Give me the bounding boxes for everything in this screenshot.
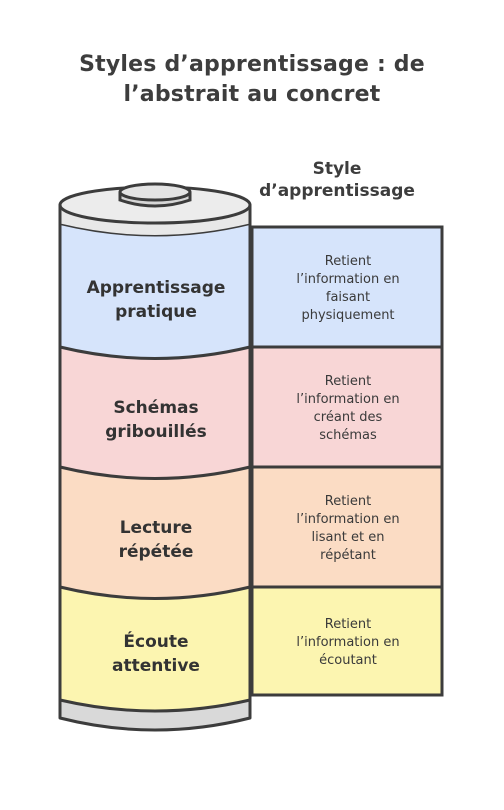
description-3-line-2: l’information en: [296, 512, 400, 527]
desc-box-3: [250, 465, 444, 589]
segment-fill-1: [60, 225, 250, 359]
column-header: Style d’apprentissage: [252, 158, 422, 202]
description-2-line-3: créant des: [313, 410, 383, 425]
segment-label-2-line-2: gribouillés: [105, 422, 207, 442]
column-header-line-2: d’apprentissage: [259, 181, 415, 201]
segment-divider-1: [59, 345, 251, 360]
description-3-line-3: lisant et en: [311, 530, 385, 545]
description-4: Retient l’information en écoutant: [254, 616, 442, 670]
segment-label-4-line-2: attentive: [112, 656, 200, 676]
description-2-line-1: Retient: [324, 374, 372, 389]
description-3: Retient l’information en lisant et en ré…: [254, 493, 442, 565]
segment-label-2-line-1: Schémas: [113, 398, 199, 418]
description-3-line-1: Retient: [324, 494, 372, 509]
segment-label-3-line-1: Lecture: [119, 518, 193, 538]
segment-label-4-line-1: Écoute: [123, 632, 189, 652]
description-4-line-1: Retient: [324, 617, 372, 632]
description-1-line-1: Retient: [324, 254, 372, 269]
description-2-line-4: schémas: [319, 428, 377, 443]
segment-fill-2: [60, 347, 250, 479]
segment-divider-3: [59, 585, 251, 600]
segment-label-3-line-2: répétée: [118, 542, 194, 562]
segment-label-1-line-2: pratique: [115, 302, 197, 322]
description-4-line-2: l’information en: [296, 635, 400, 650]
segment-label-1: Apprentissage pratique: [62, 276, 250, 324]
segment-label-3: Lecture répétée: [62, 516, 250, 564]
description-3-line-4: répétant: [320, 548, 376, 563]
description-1-line-3: faisant: [325, 290, 371, 305]
description-2-line-2: l’information en: [296, 392, 400, 407]
description-1: Retient l’information en faisant physiqu…: [254, 253, 442, 325]
segment-divider-4: [59, 698, 251, 713]
segment-label-2: Schémas gribouillés: [62, 396, 250, 444]
description-1-line-4: physiquement: [301, 308, 395, 323]
segment-label-4: Écoute attentive: [62, 630, 250, 678]
description-2: Retient l’information en créant des sché…: [254, 373, 442, 445]
desc-box-4: [250, 585, 444, 697]
column-header-line-1: Style: [312, 159, 362, 179]
title-line-2: l’abstrait au concret: [123, 82, 381, 107]
description-4-line-3: écoutant: [319, 653, 377, 668]
desc-box-1: [250, 225, 444, 349]
segment-fill-4: [60, 587, 250, 711]
page-title: Styles d’apprentissage : de l’abstrait a…: [0, 50, 504, 110]
description-1-line-2: l’information en: [296, 272, 400, 287]
segment-label-1-line-1: Apprentissage: [86, 278, 226, 298]
battery-terminal-top: [118, 182, 192, 202]
title-line-1: Styles d’apprentissage : de: [79, 52, 425, 77]
segment-divider-2: [59, 465, 251, 480]
segment-fill-3: [60, 467, 250, 599]
